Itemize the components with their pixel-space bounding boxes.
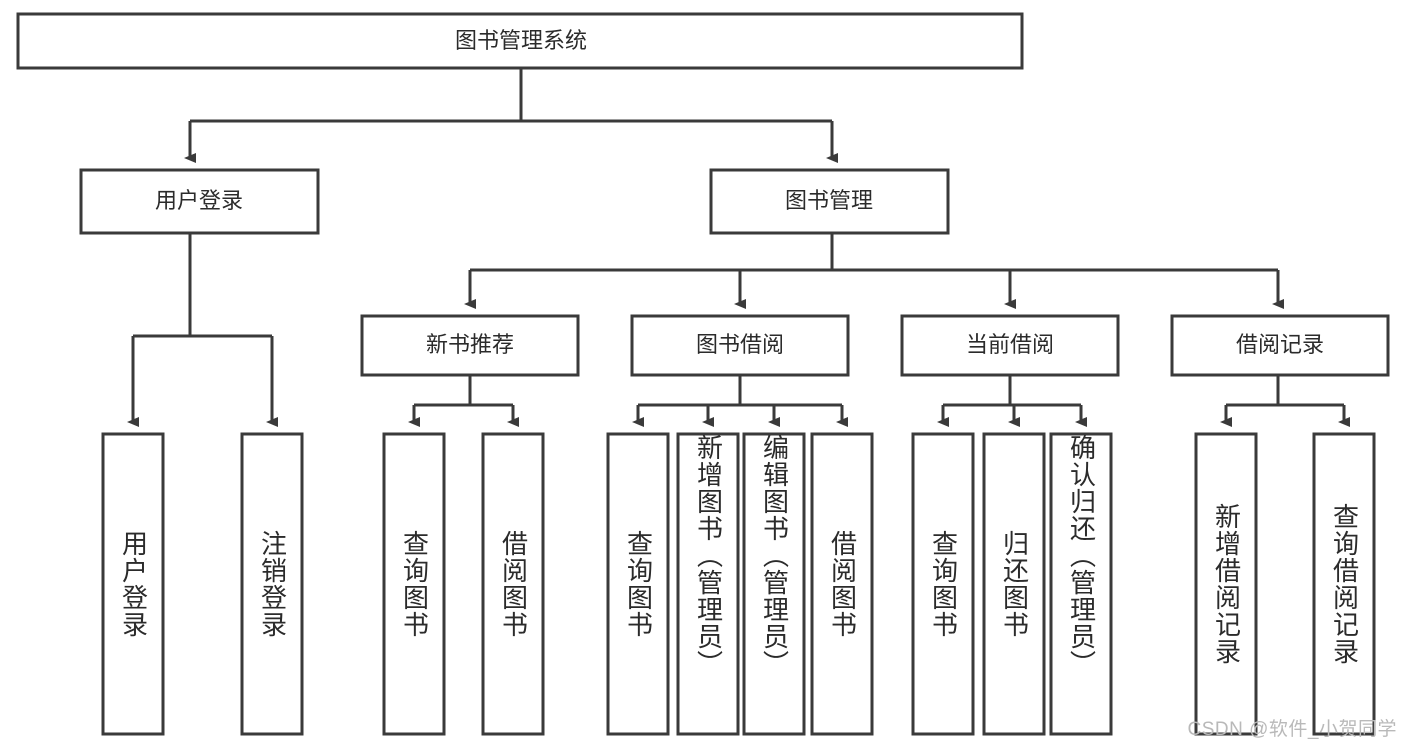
connector-group-user-login [127, 233, 278, 427]
connector-group-new-book [408, 375, 519, 427]
leaf-label-new-book-1: 查询图书 [399, 530, 430, 638]
leaf-box-new-book-2[interactable] [481, 432, 545, 736]
leaf-label-wrap-borrow-record-1[interactable]: 新增借阅记录 [1196, 434, 1256, 734]
leaf-label-current-borrow-3: 确认归还（管理员） [1066, 434, 1097, 677]
node-borrow-record-label: 借阅记录 [1236, 332, 1324, 357]
leaf-box-book-borrow-1[interactable] [606, 432, 670, 736]
leaf-label-wrap-user-login-1[interactable]: 用户登录 [103, 434, 163, 734]
leaf-label-book-borrow-2: 新增图书（管理员） [693, 434, 724, 677]
leaf-label-user-login-2: 注销登录 [257, 530, 288, 638]
node-user-login-box[interactable] [79, 168, 320, 235]
leaf-box-current-borrow-1[interactable] [911, 432, 975, 736]
node-new-book-recommend-label: 新书推荐 [426, 332, 514, 357]
leaf-box-book-borrow-2[interactable] [676, 432, 740, 736]
leaf-label-wrap-book-borrow-3[interactable]: 编辑图书（管理员） [744, 434, 804, 734]
node-root[interactable]: 图书管理系统 [16, 12, 1024, 70]
node-borrow-record[interactable]: 借阅记录 [1170, 314, 1390, 377]
leaf-label-book-borrow-1: 查询图书 [623, 530, 654, 638]
leaf-box-borrow-record-2[interactable] [1312, 432, 1376, 736]
connector-group-book-manage [464, 233, 1284, 309]
leaf-label-wrap-book-borrow-4[interactable]: 借阅图书 [812, 434, 872, 734]
connector-group-borrow-record [1220, 375, 1350, 427]
watermark-text: CSDN @软件_小贺同学 [1187, 719, 1397, 740]
node-root-box[interactable] [16, 12, 1024, 70]
leaf-label-user-login-1: 用户登录 [118, 530, 149, 638]
connector-group-root [184, 68, 838, 163]
node-current-borrow-box[interactable] [900, 314, 1120, 377]
node-book-borrow-label: 图书借阅 [696, 332, 784, 357]
node-book-borrow[interactable]: 图书借阅 [630, 314, 850, 377]
leaf-label-wrap-current-borrow-1[interactable]: 查询图书 [913, 434, 973, 734]
leaf-box-current-borrow-2[interactable] [982, 432, 1046, 736]
leaf-label-borrow-record-2: 查询借阅记录 [1329, 503, 1360, 665]
leaf-label-wrap-current-borrow-2[interactable]: 归还图书 [984, 434, 1044, 734]
node-book-manage-label: 图书管理 [785, 188, 873, 213]
leaf-box-user-login-2[interactable] [240, 432, 304, 736]
leaf-box-book-borrow-3[interactable] [742, 432, 806, 736]
leaf-label-book-borrow-4: 借阅图书 [827, 530, 858, 638]
node-user-login[interactable]: 用户登录 [79, 168, 320, 235]
node-book-manage[interactable]: 图书管理 [709, 168, 950, 235]
leaf-rect-group [101, 432, 1376, 736]
node-user-login-label: 用户登录 [155, 188, 243, 213]
leaf-label-wrap-current-borrow-3[interactable]: 确认归还（管理员） [1051, 434, 1111, 734]
leaf-label-book-borrow-3: 编辑图书（管理员） [759, 434, 790, 677]
leaf-label-borrow-record-1: 新增借阅记录 [1211, 503, 1242, 665]
connector-group-book-borrow [632, 375, 848, 427]
node-borrow-record-box[interactable] [1170, 314, 1390, 377]
node-current-borrow[interactable]: 当前借阅 [900, 314, 1120, 377]
leaf-label-current-borrow-1: 查询图书 [928, 530, 959, 638]
leaf-label-wrap-new-book-1[interactable]: 查询图书 [384, 434, 444, 734]
leaf-label-new-book-2: 借阅图书 [498, 530, 529, 638]
leaf-label-wrap-borrow-record-2[interactable]: 查询借阅记录 [1314, 434, 1374, 734]
node-new-book-recommend[interactable]: 新书推荐 [360, 314, 580, 377]
leaf-label-wrap-user-login-2[interactable]: 注销登录 [242, 434, 302, 734]
leaf-box-user-login-1[interactable] [101, 432, 165, 736]
node-current-borrow-label: 当前借阅 [966, 332, 1054, 357]
leaf-box-new-book-1[interactable] [382, 432, 446, 736]
leaf-box-book-borrow-4[interactable] [810, 432, 874, 736]
leaf-label-wrap-book-borrow-2[interactable]: 新增图书（管理员） [678, 434, 738, 734]
connector-group-current-borrow [937, 375, 1087, 427]
node-root-label: 图书管理系统 [455, 28, 587, 53]
node-new-book-recommend-box[interactable] [360, 314, 580, 377]
leaf-label-wrap-book-borrow-1[interactable]: 查询图书 [608, 434, 668, 734]
leaf-box-borrow-record-1[interactable] [1194, 432, 1258, 736]
leaf-box-current-borrow-3[interactable] [1049, 432, 1113, 736]
leaf-label-wrap-new-book-2[interactable]: 借阅图书 [483, 434, 543, 734]
node-book-borrow-box[interactable] [630, 314, 850, 377]
leaf-label-current-borrow-2: 归还图书 [999, 530, 1030, 638]
node-book-manage-box[interactable] [709, 168, 950, 235]
